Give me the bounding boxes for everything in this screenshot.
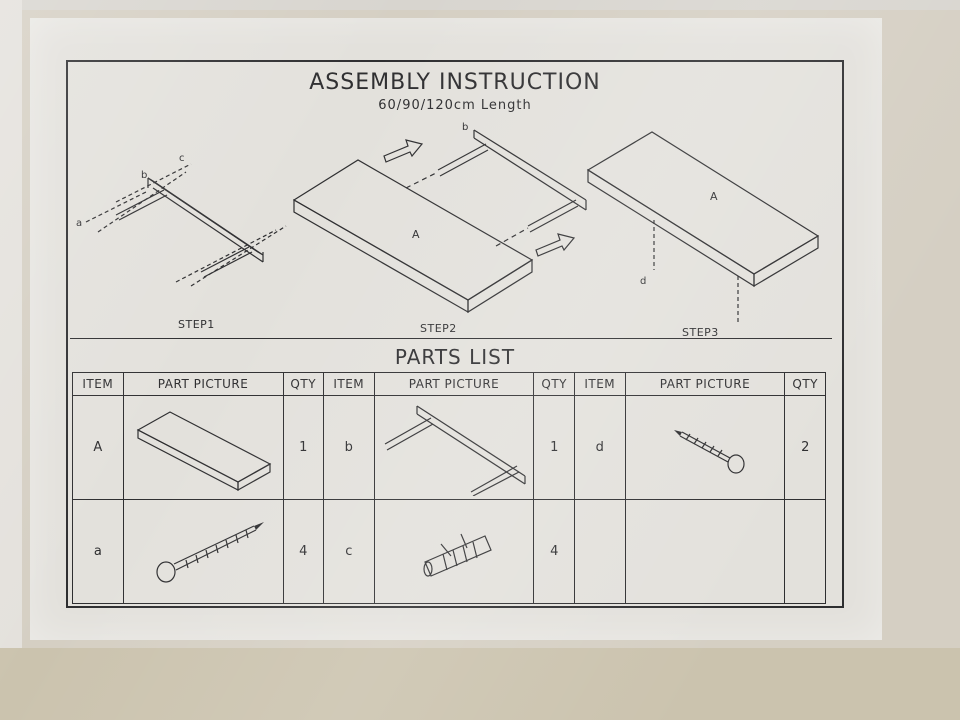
shelf-board-icon [136, 410, 272, 491]
step1-callout-b: b [141, 170, 147, 181]
item-code: A [72, 395, 124, 500]
item-quantity: 4 [282, 499, 324, 604]
item-quantity [784, 499, 826, 604]
page-subtitle: 60/90/120cm Length [378, 98, 532, 113]
wall-plug-icon [423, 533, 492, 577]
parts-list-table: ITEM PART PICTURE QTY ITEM PART PICTURE … [72, 372, 826, 604]
instruction-frame [66, 60, 844, 608]
long-screw-icon [156, 521, 265, 583]
table-row: A 1 b [72, 395, 826, 500]
small-screw-icon [673, 429, 745, 474]
item-quantity: 1 [533, 395, 575, 500]
step3-callout-d: d [640, 276, 646, 287]
item-code: a [72, 499, 124, 604]
page-title: ASSEMBLY INSTRUCTION [309, 70, 601, 95]
step2-callout-b: b [462, 122, 468, 133]
item-quantity: 2 [784, 395, 826, 500]
item-quantity: 1 [282, 395, 324, 500]
step3-illustration [586, 131, 820, 322]
step3-label: STEP3 [682, 326, 719, 339]
column-header: ITEM [573, 372, 626, 396]
section-divider [70, 338, 832, 339]
step1-label: STEP1 [178, 318, 215, 331]
step1-illustration [85, 163, 287, 287]
background-left-wall [0, 0, 22, 720]
column-header: QTY [282, 372, 324, 396]
table-header-row: ITEM PART PICTURE QTY ITEM PART PICTURE … [72, 372, 826, 396]
step1-callout-c: c [179, 153, 185, 164]
table-row: a 4 c 4 [72, 499, 826, 604]
step2-callout-a: A [412, 228, 420, 241]
item-code [573, 499, 626, 604]
column-header: QTY [533, 372, 575, 396]
step1-callout-a: a [76, 218, 82, 229]
step2-illustration [292, 129, 587, 314]
assembly-diagram: a b c A b A d [76, 122, 820, 322]
parts-list-title: PARTS LIST [394, 345, 516, 369]
step3-callout-a: A [710, 190, 718, 203]
item-code: b [322, 395, 375, 500]
column-header: QTY [784, 372, 826, 396]
empty-picture-cell [624, 499, 786, 604]
box-edge [0, 648, 960, 720]
item-quantity: 4 [533, 499, 575, 604]
item-code: d [573, 395, 626, 500]
column-header: PART PICTURE [373, 372, 535, 396]
item-code: c [322, 499, 375, 604]
column-header: PART PICTURE [624, 372, 786, 396]
column-header: ITEM [72, 372, 124, 396]
column-header: PART PICTURE [122, 372, 284, 396]
step2-label: STEP2 [420, 322, 457, 335]
mounting-bracket-icon [384, 404, 526, 496]
column-header: ITEM [322, 372, 375, 396]
